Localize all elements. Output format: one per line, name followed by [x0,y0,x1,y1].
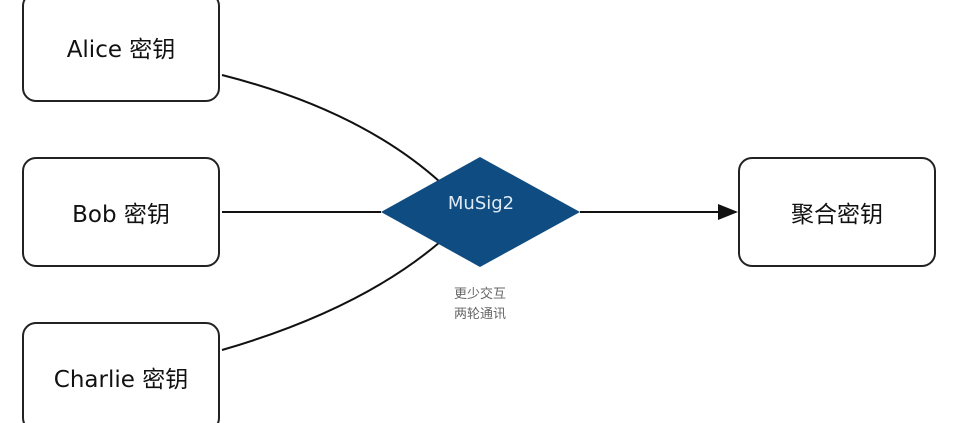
note-line-2: 两轮通讯 [453,307,506,322]
musig2-label: MuSig2 [447,193,515,214]
bob-key-box: Bob 密钥 [22,157,220,267]
musig2-note: 更少交互 两轮通讯 [430,285,530,325]
edge-alice [221,74,441,183]
note-line-1: 更少交互 [453,287,506,302]
aggregate-key-box: 聚合密钥 [738,157,936,267]
alice-key-box: Alice 密钥 [22,0,220,102]
edge-charlie [221,241,441,351]
charlie-key-box: Charlie 密钥 [22,322,220,423]
musig2-diamond [381,157,580,267]
